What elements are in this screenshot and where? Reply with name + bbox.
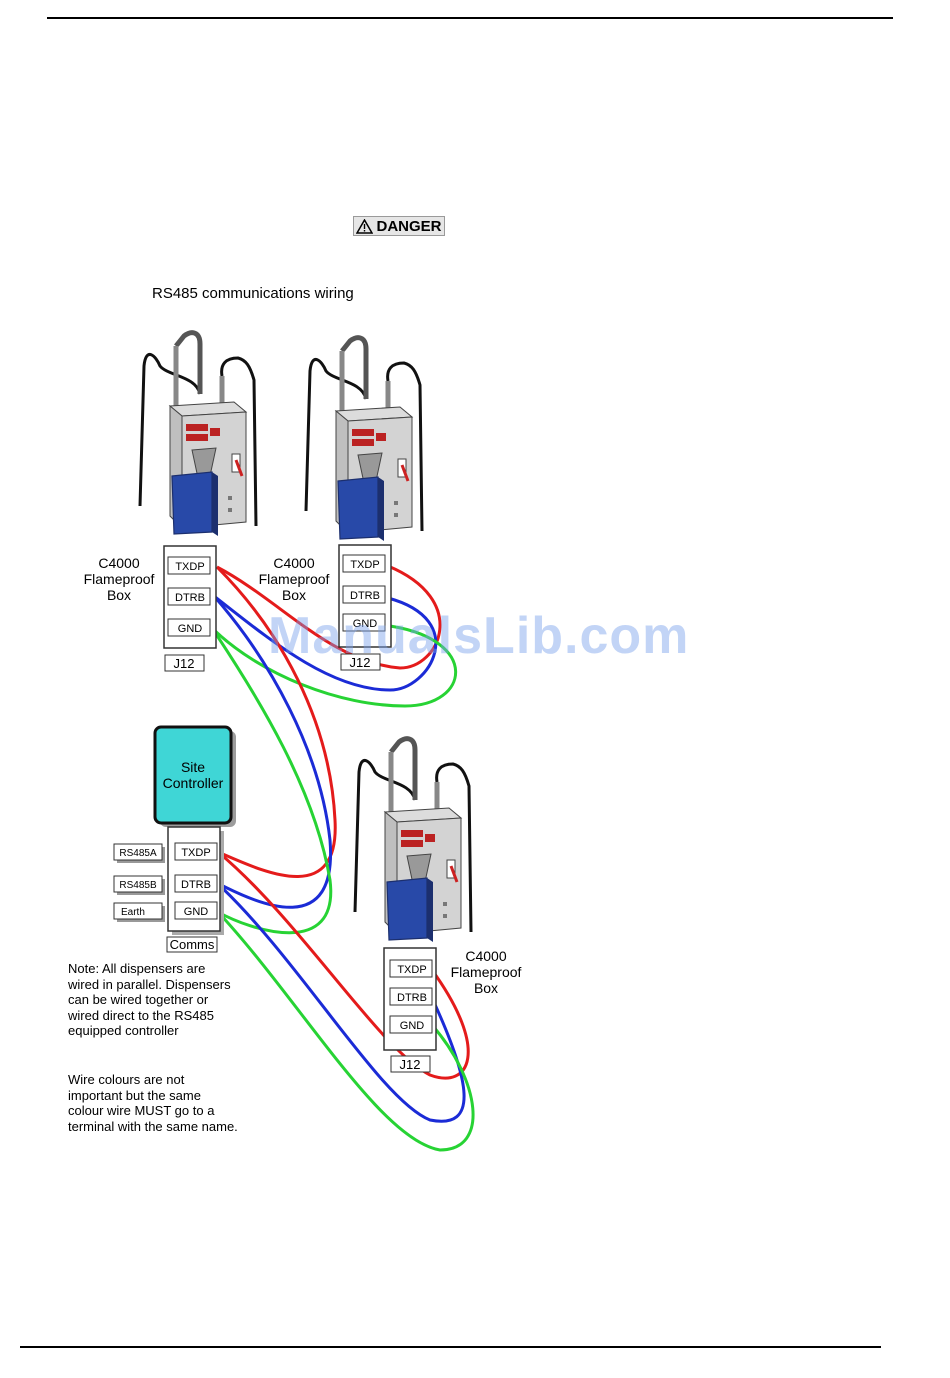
terminal-dtrb	[389, 987, 433, 1006]
connector-label: J12	[400, 1057, 421, 1072]
wire-dtrb-lower-chain	[215, 881, 466, 1123]
terminal-label: TXDP	[350, 559, 379, 571]
box-label-line3: Box	[474, 980, 498, 996]
terminal-dtrb	[174, 874, 218, 893]
terminal-gnd	[174, 901, 218, 920]
site-controller: Site Controller TXDP DTRB GND Comms RS48…	[113, 725, 236, 953]
box-label-line1: C4000	[273, 555, 314, 571]
dispenser-icon	[140, 333, 256, 536]
comms-label: Comms	[170, 937, 215, 952]
external-tag-earth	[113, 902, 163, 920]
danger-badge: DANGER	[353, 216, 445, 236]
terminal-dtrb	[167, 587, 211, 606]
box-label-line2: Flameproof	[259, 571, 330, 587]
terminal-txdp	[167, 556, 211, 575]
external-label: RS485B	[119, 880, 157, 891]
connector-tag	[164, 654, 205, 672]
terminal-label: DTRB	[350, 590, 380, 602]
wire-dtrb-to-controller	[212, 595, 333, 909]
terminal-label: TXDP	[175, 561, 204, 573]
figure-caption: RS485 communications wiring	[152, 285, 354, 302]
box-label-line2: Flameproof	[451, 964, 522, 980]
terminal-label: DTRB	[175, 592, 205, 604]
note-colours: Wire colours are not important but the s…	[68, 1072, 238, 1134]
top-rule	[47, 17, 893, 19]
external-tag-rs485a	[113, 843, 163, 861]
site-controller-screen	[153, 725, 233, 825]
terminal-label: TXDP	[181, 847, 210, 859]
external-label: Earth	[121, 907, 145, 918]
watermark: ManualsLib.com	[268, 607, 690, 665]
flameproof-box-3: C4000 Flameproof Box TXDP DTRB GND J12	[383, 947, 522, 1073]
dispenser-icon	[306, 338, 422, 541]
box-label-line1: C4000	[98, 555, 139, 571]
box-label-line2: Flameproof	[84, 571, 155, 587]
external-label: RS485A	[119, 848, 157, 859]
terminal-label: GND	[178, 623, 203, 635]
terminal-txdp	[174, 842, 218, 861]
connector-tag	[390, 1055, 431, 1073]
terminal-gnd	[389, 1015, 433, 1034]
terminal-gnd	[342, 613, 386, 632]
bottom-rule	[20, 1346, 881, 1348]
external-tag-rs485b	[113, 875, 163, 893]
wire-gnd-lower-chain	[216, 910, 475, 1152]
box-label-line3: Box	[107, 587, 131, 603]
wire-txdp-upper-chain	[216, 564, 442, 670]
site-controller-line1: Site	[181, 759, 205, 775]
terminal-txdp	[342, 554, 386, 573]
connector-label: J12	[350, 655, 371, 670]
comms-tag	[166, 936, 218, 953]
terminal-gnd	[167, 618, 211, 637]
terminal-label: GND	[353, 618, 378, 630]
terminal-label: DTRB	[181, 879, 211, 891]
site-controller-line2: Controller	[163, 775, 224, 791]
wire-gnd-to-controller	[210, 627, 333, 935]
terminal-label: GND	[400, 1020, 425, 1032]
wire-txdp-to-controller	[215, 565, 337, 878]
terminal-label: TXDP	[397, 964, 426, 976]
warning-triangle-icon	[356, 218, 374, 234]
terminal-label: GND	[184, 906, 209, 918]
danger-label: DANGER	[376, 217, 442, 235]
terminal-txdp	[389, 959, 433, 978]
terminal-dtrb	[342, 585, 386, 604]
box-label-line1: C4000	[465, 948, 506, 964]
flameproof-box-1: C4000 Flameproof Box TXDP DTRB GND J12	[84, 545, 217, 672]
dispenser-icon	[355, 739, 471, 942]
box-label-line3: Box	[282, 587, 306, 603]
terminal-label: DTRB	[397, 992, 427, 1004]
connector-tag	[340, 653, 381, 671]
wires	[210, 564, 475, 1152]
note-parallel: Note: All dispensers are wired in parall…	[68, 961, 231, 1039]
connector-label: J12	[174, 656, 195, 671]
flameproof-box-2: C4000 Flameproof Box TXDP DTRB GND J12	[259, 544, 392, 671]
wire-dtrb-upper-chain	[213, 594, 438, 692]
